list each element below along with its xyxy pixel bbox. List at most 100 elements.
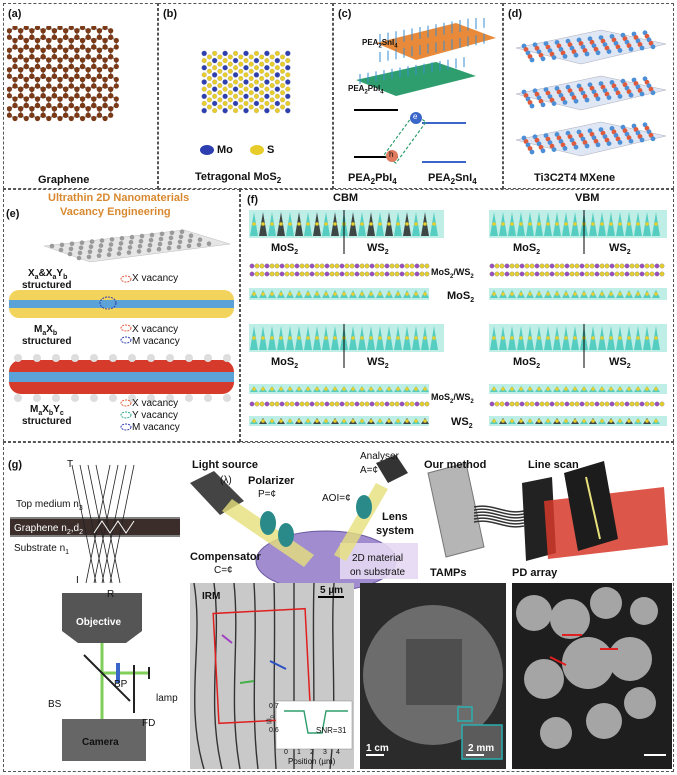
vbm-ws2-strip: [489, 416, 667, 426]
carbon-atom: [102, 38, 107, 43]
flake: [550, 599, 590, 639]
legend-s-label: S: [267, 144, 274, 156]
vbm-ws2-chain: [540, 402, 544, 406]
s-atom: [228, 97, 233, 102]
mid-layer-label: PEA2PbI4: [348, 84, 384, 96]
s-atom: [378, 419, 382, 423]
s-atom: [324, 292, 328, 296]
s-atom: [519, 292, 523, 296]
carbon-atom: [63, 48, 68, 53]
sheet-atom: [148, 243, 153, 248]
carbon-atom: [114, 64, 119, 69]
s-atom: [217, 97, 222, 102]
s-atom: [324, 336, 328, 340]
vbm-hetero-chain: [645, 264, 649, 268]
sheet-atom: [177, 245, 182, 250]
s-atom: [510, 222, 514, 226]
terminal-atom: [90, 354, 98, 362]
inset-x3: 3: [323, 749, 327, 756]
vbm-ws2-chain: [590, 402, 594, 406]
s-atom: [315, 336, 319, 340]
terminal-atom: [71, 394, 79, 402]
sheet-atom: [187, 244, 192, 249]
s-atom: [627, 419, 631, 423]
cbm-hetero-chain: [400, 272, 404, 276]
f-hetero-1: MoS2/WS2: [431, 267, 474, 280]
mxene-atom: [640, 138, 645, 143]
cbm-ws2-chain: [380, 402, 384, 406]
vbm-hetero-chain: [560, 272, 564, 276]
carbon-atom: [69, 26, 74, 30]
carbon-atom: [12, 26, 17, 30]
s-atom: [249, 83, 254, 88]
s-atom: [270, 105, 275, 110]
s-atom: [259, 76, 264, 81]
compensator-label: Compensator: [190, 551, 261, 563]
s-atom: [228, 105, 233, 110]
carbon-atom: [74, 87, 79, 92]
panel-d-caption: Ti3C2T4 MXene: [534, 172, 615, 184]
cbm-hetero-chain: [365, 272, 369, 276]
cbm-hetero-chain: [335, 264, 339, 268]
carbon-atom: [86, 106, 91, 111]
carbon-atom: [102, 57, 107, 62]
cbm-ws2-chain: [265, 402, 269, 406]
s-atom: [369, 292, 373, 296]
mo-atom: [264, 65, 269, 70]
s-atom: [233, 80, 238, 85]
panel-c-pea: (c) PEA2SnI4 PEA2PbI4 e h PEA2PbI4 PEA2S…: [333, 3, 503, 189]
s-atom: [275, 108, 280, 113]
carbon-atom: [80, 44, 85, 49]
mo-atom: [223, 94, 228, 99]
s-atom: [636, 419, 640, 423]
s-atom: [618, 222, 622, 226]
vbm-hetero-chain: [525, 264, 529, 268]
polarizer-label: Polarizer: [248, 475, 294, 487]
s-atom: [645, 387, 649, 391]
carbon-atom: [24, 44, 29, 49]
carbon-atom: [41, 106, 46, 111]
s-atom: [501, 222, 505, 226]
vbm-hetero-chain: [620, 264, 624, 268]
s-atom: [238, 105, 243, 110]
sheet-atom: [120, 236, 125, 241]
cbm-hetero-chain: [385, 272, 389, 276]
s-atom: [223, 72, 228, 77]
mo-atom: [264, 108, 269, 113]
carbon-atom: [63, 67, 68, 72]
s-atom: [423, 292, 427, 296]
carbon-atom: [91, 38, 96, 43]
s-atom: [228, 55, 233, 60]
carbon-atom: [52, 28, 57, 33]
s-atom: [501, 387, 505, 391]
s-atom: [501, 336, 505, 340]
s-atom: [270, 97, 275, 102]
vbm-hetero-chain: [590, 272, 594, 276]
panel-e-label: (e): [6, 208, 19, 220]
compensator-value: C=¢: [214, 565, 233, 576]
cbm-hetero-chain: [310, 264, 314, 268]
carbon-atom: [29, 113, 34, 118]
mo-atom: [212, 72, 217, 77]
s-atom: [279, 336, 283, 340]
carbon-atom: [63, 28, 68, 33]
carbon-atom: [24, 26, 29, 30]
carbon-atom: [41, 28, 46, 33]
s-atom: [351, 336, 355, 340]
s-atom: [405, 336, 409, 340]
mxene-atom: [607, 95, 612, 100]
f-mos2-4: MoS2: [513, 356, 540, 370]
flake: [524, 659, 564, 699]
vbm-hetero-chain: [570, 272, 574, 276]
carbon-atom: [80, 116, 85, 121]
compensator-optic: [278, 523, 294, 547]
mo-atom: [243, 51, 248, 56]
carbon-atom: [80, 26, 85, 30]
cbm-hetero-chain: [275, 272, 279, 276]
vbm-hetero-chain: [510, 264, 514, 268]
mo-atom: [264, 94, 269, 99]
carbon-atom: [102, 64, 107, 69]
vbm-ws2-chain: [495, 402, 499, 406]
mxene-atom: [574, 99, 579, 104]
s-atom: [360, 292, 364, 296]
